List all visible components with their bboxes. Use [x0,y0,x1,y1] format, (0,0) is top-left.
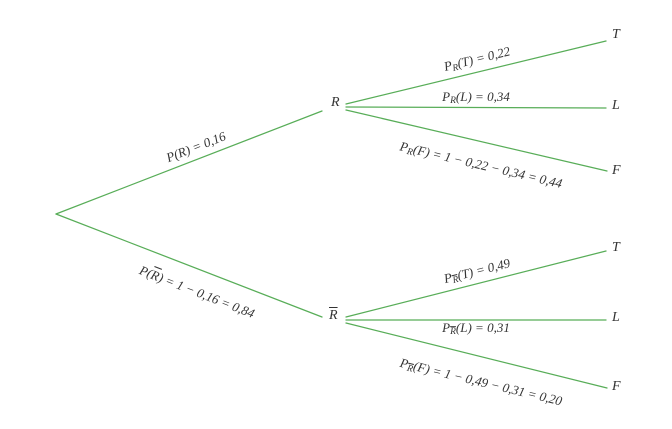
branch-line-root-Rbar [55,213,323,318]
branch-line-R-F [345,109,608,172]
condition-subscript-R: R [450,96,456,107]
leaf-T-lower: T [612,240,620,256]
leaf-label: T [612,240,620,255]
leaf-F-lower: F [612,379,621,395]
leaf-label: F [612,163,621,178]
leaf-label: L [612,310,620,325]
branch-line-Rbar-T [345,250,607,318]
leaf-T-upper: T [612,27,620,43]
node-Rbar: R [329,308,338,324]
condition-subscript-Rbar: R [450,327,456,338]
node-R: R [331,95,340,111]
branch-line-Rbar-F [345,322,608,389]
node-Rbar-label: R [329,308,338,323]
probability-symbol: P [442,320,451,336]
leaf-L-upper: L [612,98,620,114]
branch-line-R-L [345,106,607,109]
branch-line-R-T [345,40,607,105]
probability-expression: (L) = 0,31 [455,320,510,336]
probability-expression: (L) = 0,34 [455,89,510,105]
probability-symbol: P [442,89,451,105]
branch-label-PR-L: PR(L) = 0,34 [442,89,510,107]
branch-label-PRbar-L: PR(L) = 0,31 [442,320,510,338]
leaf-label: T [612,27,620,42]
leaf-label: L [612,98,620,113]
node-R-label: R [331,95,340,110]
leaf-F-upper: F [612,163,621,179]
leaf-label: F [612,379,621,394]
branch-line-root-R [55,110,323,215]
leaf-L-lower: L [612,310,620,326]
